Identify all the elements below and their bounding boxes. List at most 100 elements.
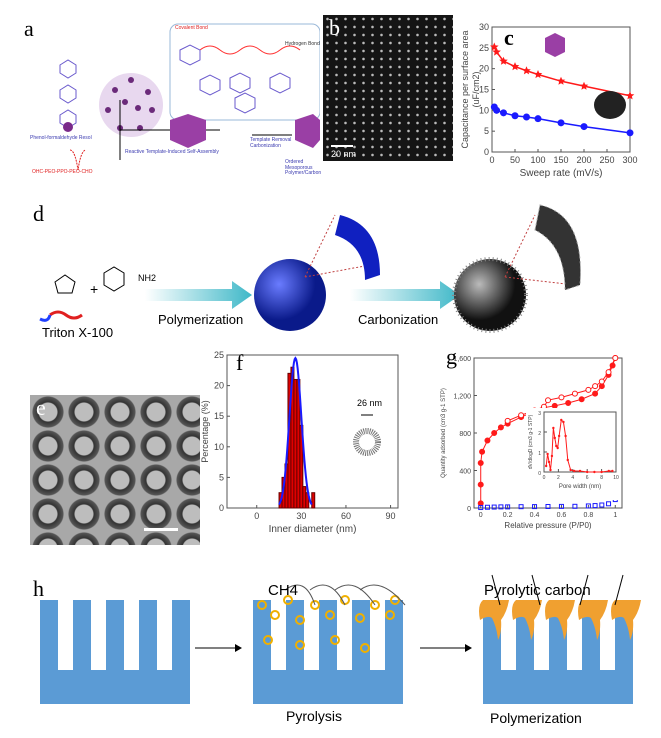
data-point [499, 56, 508, 65]
methane-molecule [270, 610, 280, 620]
hydrogen-bond-label: Hydrogen Bond [285, 41, 320, 47]
data-point [498, 504, 504, 510]
pyrolysis-label: Pyrolysis [286, 708, 343, 724]
inset-point [555, 444, 558, 448]
data-point [558, 394, 565, 401]
data-point [606, 501, 612, 507]
inset-point [560, 418, 563, 422]
polymer-chain [199, 45, 301, 55]
x-tick-label: 2 [557, 475, 560, 481]
x-tick-label: 0 [479, 512, 483, 519]
y-axis-label: Percentage (%) [200, 400, 210, 463]
x-tick-label: 100 [530, 155, 545, 165]
triton-head-icon [39, 314, 52, 322]
methane-molecule [385, 610, 395, 620]
substrate-pillar [106, 600, 124, 672]
data-point [532, 504, 538, 510]
x-tick-label: 60 [341, 511, 351, 521]
inset-point [600, 470, 603, 474]
y-tick-label: 20 [214, 381, 224, 391]
methane-molecule [330, 635, 340, 645]
substrate-pillar [73, 600, 91, 672]
y-tick-label: 15 [479, 85, 489, 95]
x-tick-label: 300 [622, 155, 637, 165]
x-axis-label: Relative pressure (P/P0) [504, 521, 591, 530]
gaussian-fit [278, 356, 313, 506]
methane-molecule [263, 635, 273, 645]
substrate-pillar [139, 600, 157, 672]
scale-bar [331, 145, 353, 147]
data-point [477, 460, 484, 466]
data-point [522, 66, 531, 75]
zoom-box [169, 23, 321, 121]
x-tick-label: 0 [254, 511, 259, 521]
panel-label-f: f [236, 350, 244, 375]
methane-molecule [257, 600, 267, 610]
y-tick-label: 25 [479, 43, 489, 53]
data-point [511, 112, 519, 120]
data-point [533, 70, 543, 79]
data-point [478, 505, 484, 511]
step2-label: Template Removal Carbonization [250, 137, 292, 149]
x-tick-label: 30 [296, 511, 306, 521]
copolymer-label: OHC-PEO-PPO-PEO-CHO [32, 169, 93, 175]
pyrolytic-carbon-label: Pyrolytic carbon [484, 582, 591, 599]
ring-icon [353, 428, 381, 456]
x-axis-label: Pore width (nm) [559, 484, 601, 490]
substrate-base [483, 670, 633, 704]
inset-point [611, 469, 614, 473]
diameter-annotation: 26 nm [357, 398, 383, 408]
polymerization-label: Polymerization [158, 312, 244, 327]
inset-point [569, 468, 572, 472]
template-particle [170, 114, 206, 148]
shell-fragment [335, 215, 380, 280]
data-point [484, 504, 490, 510]
x-tick-label: 150 [553, 155, 568, 165]
data-point [545, 504, 551, 509]
methane-molecule [370, 600, 380, 610]
y-axis-label: dV/dlogD (cm3 g-1 STP) [528, 414, 534, 469]
pyrolytic-carbon-deposit [479, 600, 509, 640]
inset-point [556, 446, 559, 450]
data-point [556, 76, 566, 85]
substrate-pillar [286, 600, 304, 672]
data-point [558, 503, 564, 509]
panel-label-e: e [36, 395, 46, 420]
substrate-pillar [253, 600, 271, 672]
inset-point [578, 469, 582, 473]
y-tick-label: 3 [538, 411, 541, 417]
x-tick-label: 0.8 [583, 512, 593, 519]
carbon-sphere [454, 259, 526, 331]
inset-line [545, 418, 613, 473]
inset-point [564, 434, 567, 438]
resol-structure [59, 44, 291, 129]
pointer-arrow [579, 574, 589, 606]
substrate-pillar [352, 600, 370, 672]
zoom-line [304, 214, 336, 278]
substrate-pillar [40, 600, 58, 672]
carbonization-label: Carbonization [358, 312, 439, 327]
data-point [626, 129, 634, 137]
data-point [585, 386, 592, 393]
pyrolytic-carbon-deposit [578, 600, 608, 640]
x-tick-label: 90 [386, 511, 396, 521]
y-tick-label: 2 [538, 431, 541, 437]
methane-molecule [325, 610, 335, 620]
y-tick-label: 5 [484, 126, 489, 136]
scale-bar-label: 20 nm [331, 149, 357, 159]
data-point [518, 504, 524, 510]
panel-label-d: d [33, 201, 44, 226]
x-tick-label: 8 [600, 475, 603, 481]
substrate-pillar [172, 600, 190, 672]
data-point [625, 91, 635, 100]
y-tick-label: 1,600 [453, 356, 471, 363]
methane-molecule [310, 600, 320, 610]
inset-point [549, 468, 552, 472]
substrate-base [40, 670, 190, 704]
data-point [585, 503, 591, 509]
data-point [479, 448, 486, 455]
ordered-carbon-icon [545, 33, 565, 57]
inset-point [557, 434, 561, 438]
data-point [484, 437, 491, 444]
